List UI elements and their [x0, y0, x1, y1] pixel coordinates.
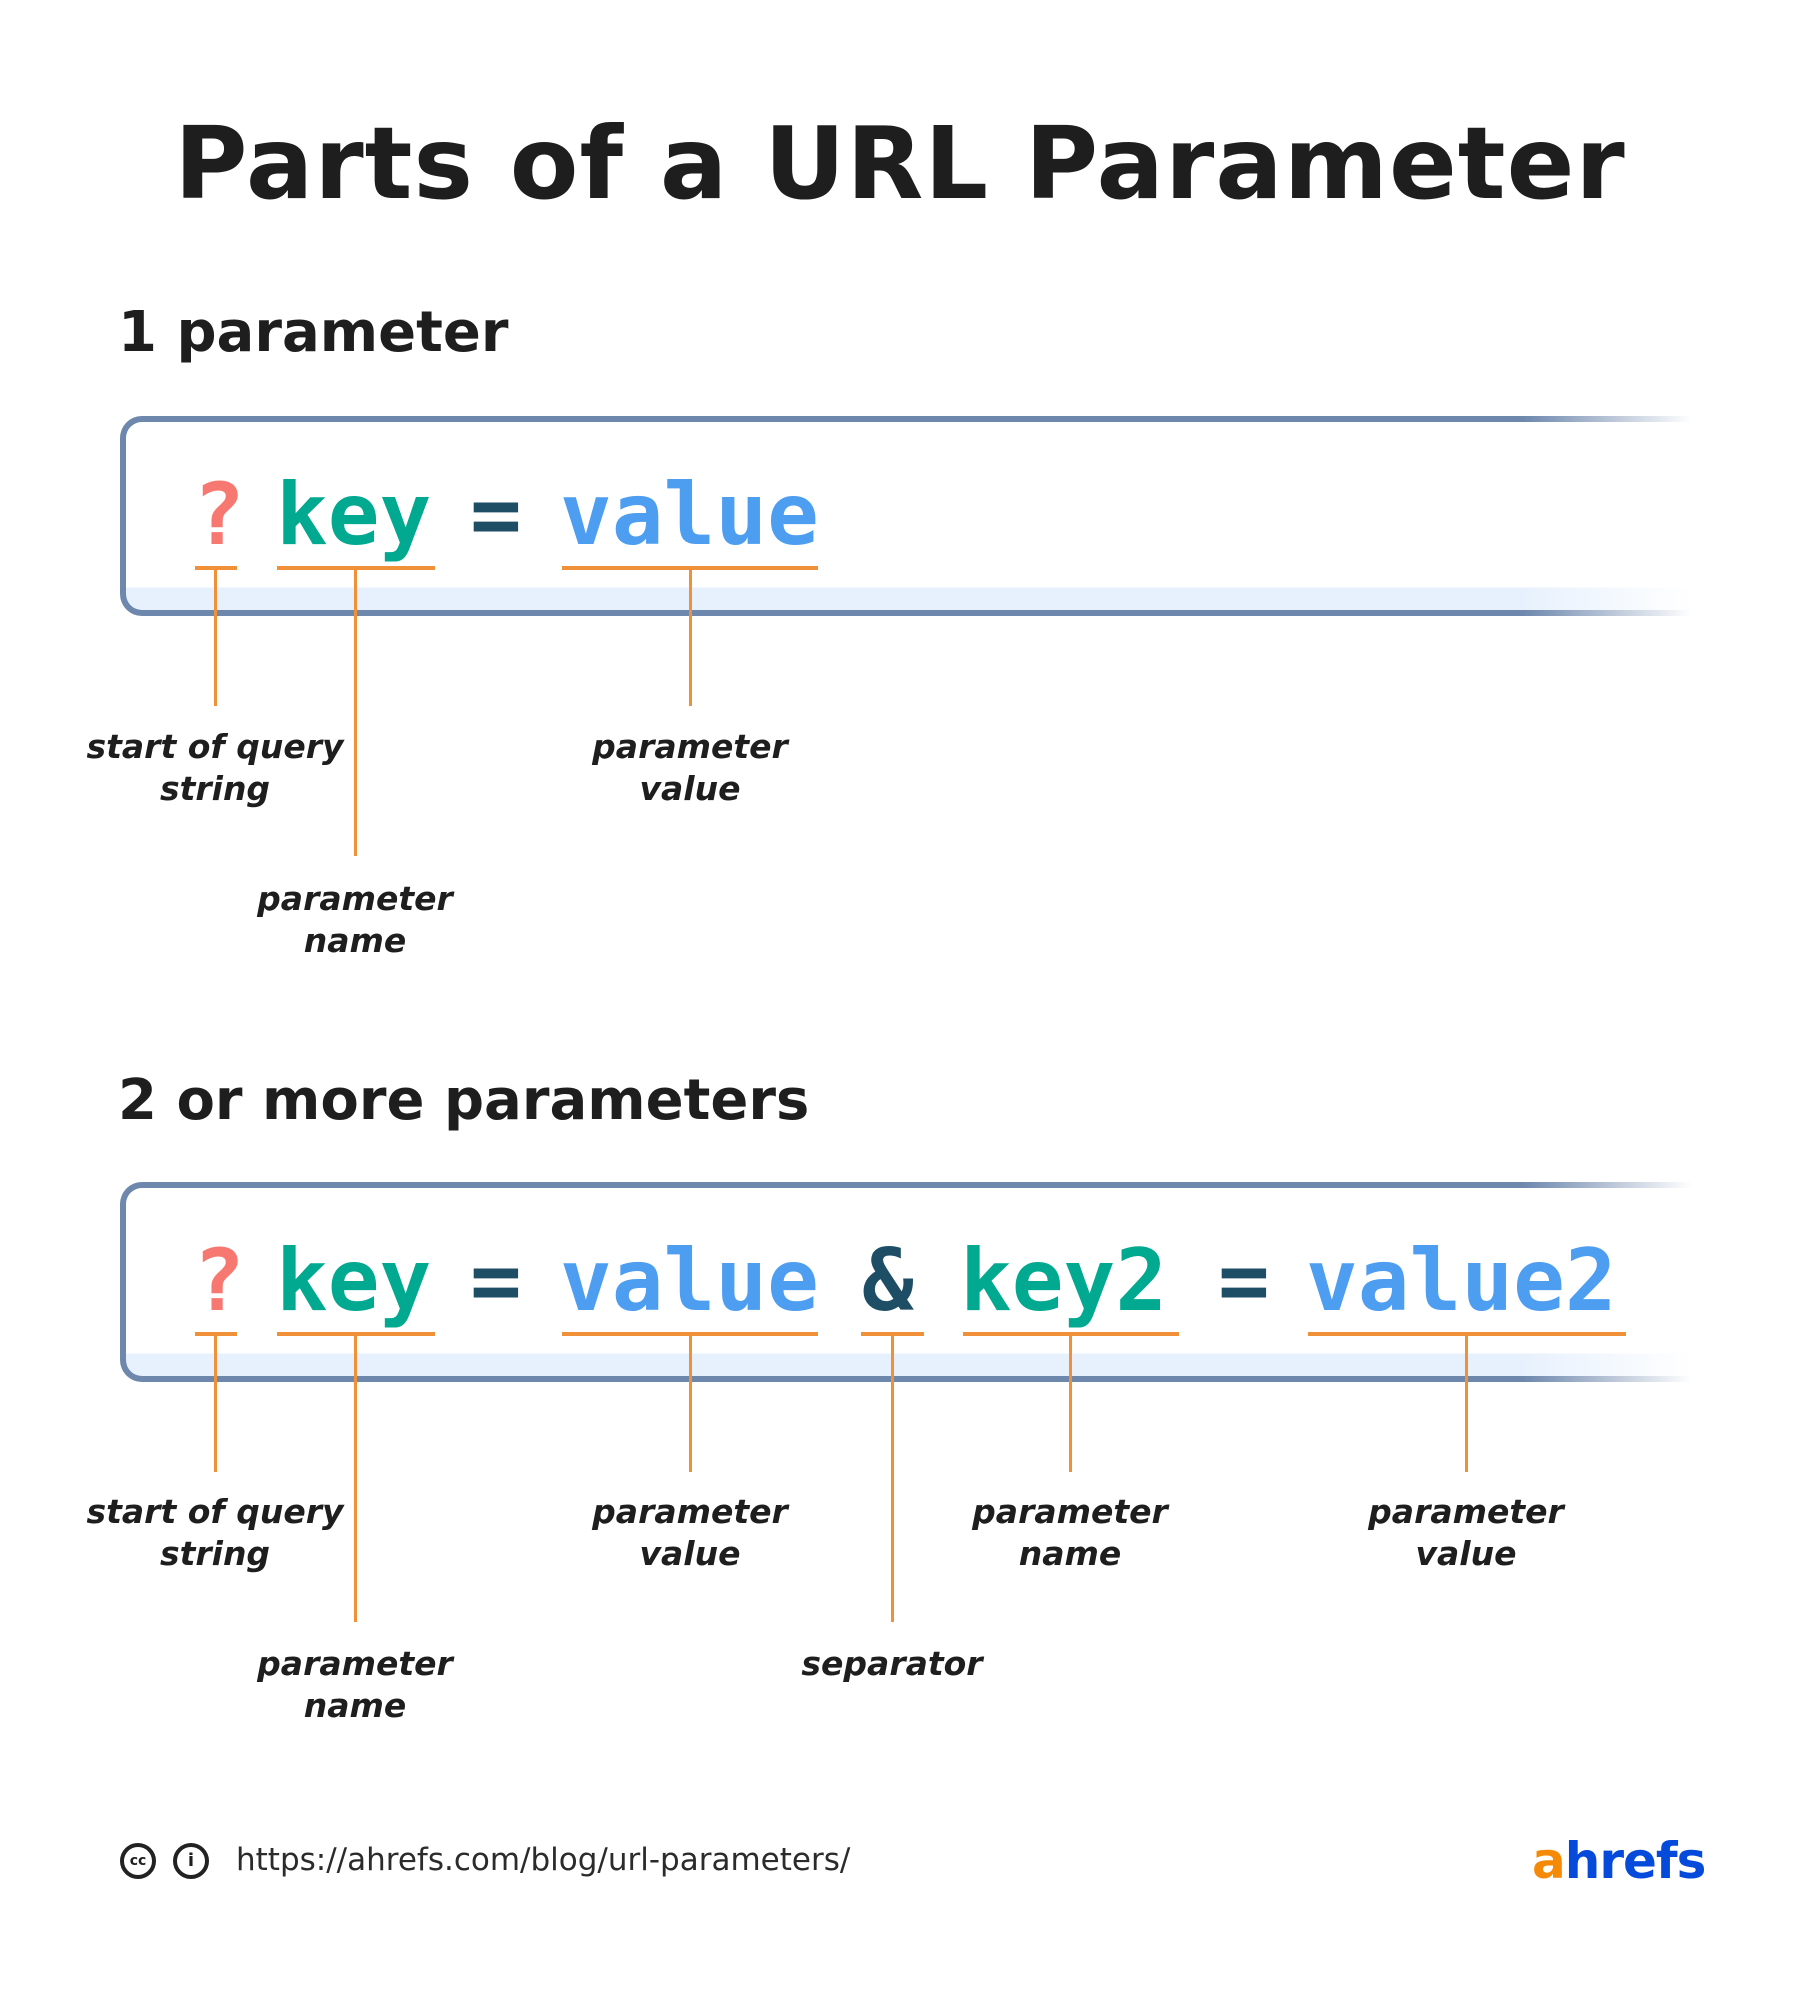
label-parameter-value: parameter value: [592, 1492, 788, 1573]
token-key: key: [276, 1231, 432, 1331]
token-question: ?: [193, 1231, 245, 1331]
ahrefs-logo: ahrefs: [1532, 1832, 1707, 1890]
label-separator: separator: [801, 1644, 983, 1683]
token-equals: =: [470, 465, 522, 565]
token-equals-2: =: [1218, 1231, 1270, 1331]
section2-heading: 2 or more parameters: [118, 1068, 810, 1133]
attribution-icon: i: [173, 1843, 209, 1879]
token-value2: value2: [1306, 1231, 1617, 1331]
token-key: key: [276, 465, 432, 565]
label-parameter-name: parameter name: [257, 1644, 453, 1725]
url-box-1: [120, 414, 1722, 618]
label-parameter-name: parameter name: [257, 879, 453, 960]
source-url-link[interactable]: https://ahrefs.com/blog/url-parameters/: [236, 1842, 851, 1878]
label-parameter-value-2: parameter value: [1368, 1492, 1564, 1573]
token-value: value: [560, 1231, 819, 1331]
token-ampersand: &: [862, 1231, 914, 1331]
label-parameter-name-2: parameter name: [972, 1492, 1168, 1573]
page-title: Parts of a URL Parameter: [174, 105, 1626, 222]
logo-hrefs: hrefs: [1564, 1832, 1707, 1890]
label-start-of-query: start of query string: [86, 727, 344, 808]
section1-heading: 1 parameter: [118, 300, 509, 365]
logo-a: a: [1532, 1832, 1566, 1890]
token-question: ?: [193, 465, 245, 565]
token-equals: =: [470, 1231, 522, 1331]
url-box-2: [120, 1180, 1722, 1384]
creative-commons-icon: cc: [120, 1843, 156, 1879]
token-value: value: [560, 465, 819, 565]
token-key2: key2: [960, 1231, 1168, 1331]
label-parameter-value: parameter value: [592, 727, 788, 808]
label-start-of-query: start of query string: [86, 1492, 344, 1573]
